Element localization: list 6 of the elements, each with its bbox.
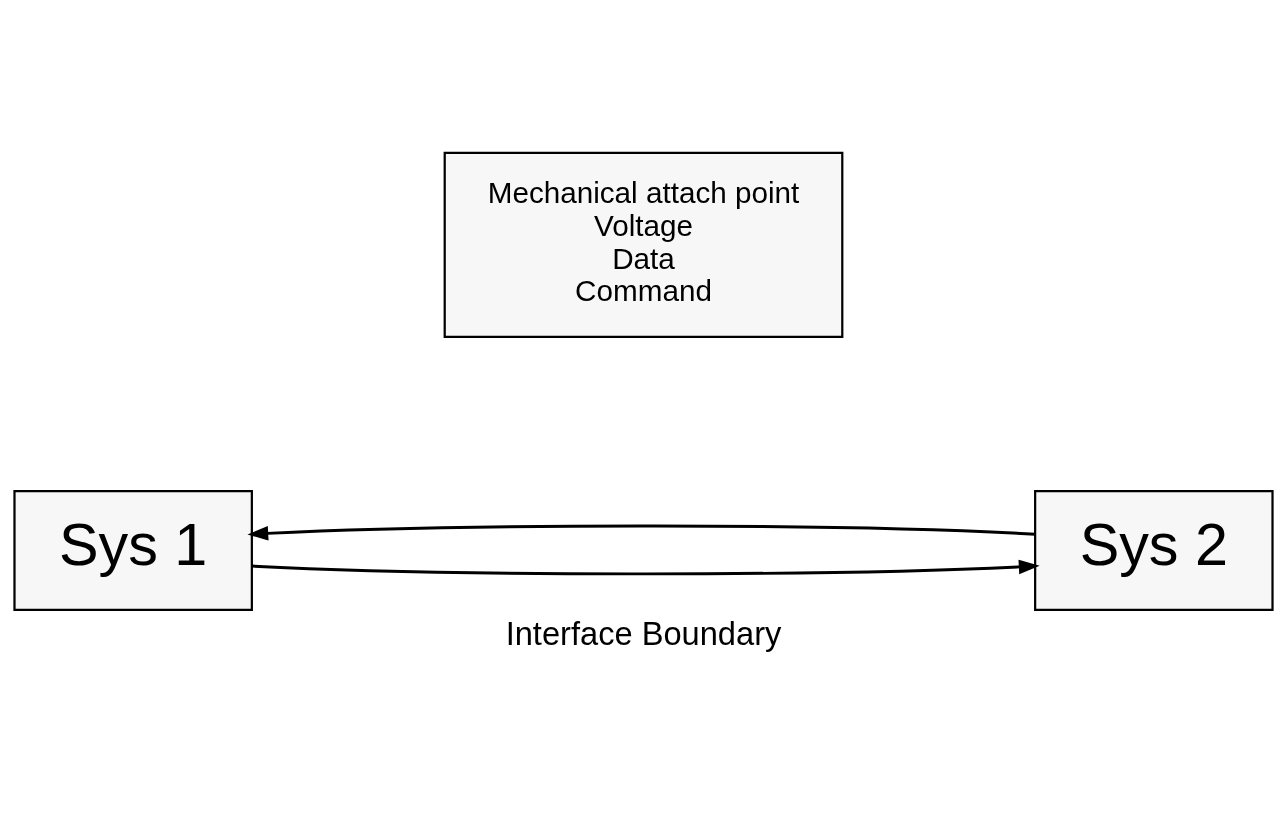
node-box: Sys 1 (13, 490, 253, 611)
arrow (251, 559, 1040, 576)
label: Interface Boundary (505, 614, 782, 652)
node-box: Mechanical attach point Voltage Data Command (443, 151, 844, 338)
arrow (247, 524, 1036, 541)
node-box: Sys 2 (1034, 490, 1274, 611)
